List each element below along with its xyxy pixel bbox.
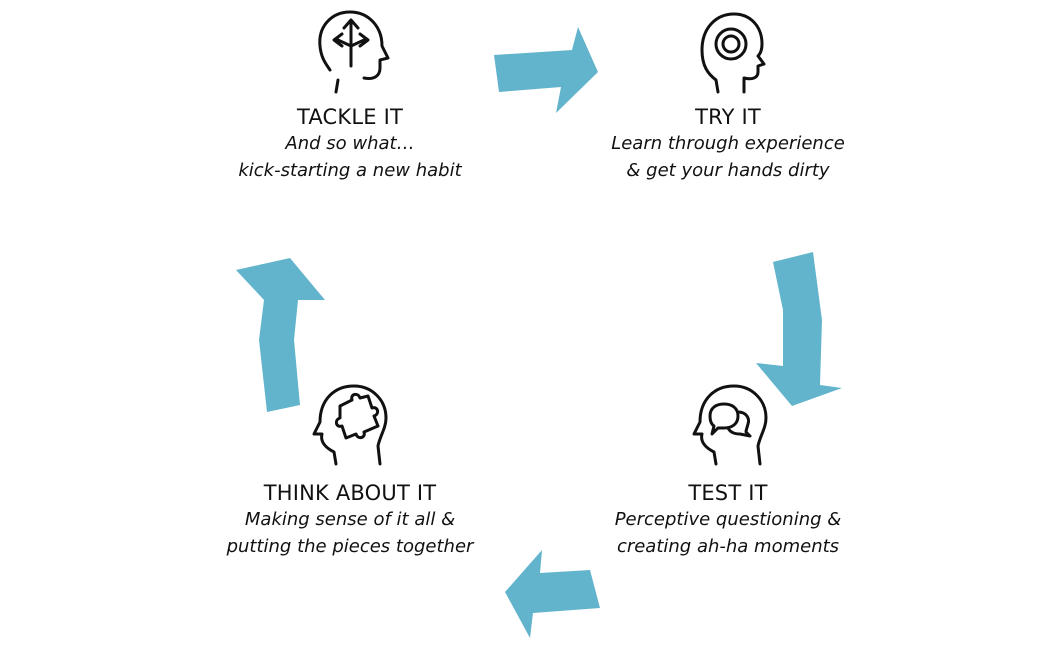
step-description-line: & get your hands dirty <box>626 160 830 181</box>
step-title: TRY IT <box>695 105 761 129</box>
head-with-speech-bubbles-icon <box>692 384 768 466</box>
step-description-line: Learn through experience <box>611 133 845 154</box>
step-description-line: kick-starting a new habit <box>238 160 462 181</box>
step-description-line: Perceptive questioning & <box>614 509 842 530</box>
step-description-line: And so what… <box>285 133 415 154</box>
step-description-line: putting the pieces together <box>226 536 474 557</box>
head-with-puzzle-piece-icon <box>312 384 388 466</box>
step-try-it: TRY IT Learn through experience & get yo… <box>578 104 878 184</box>
arrow-think-to-tackle <box>236 258 325 412</box>
step-description-line: creating ah-ha moments <box>616 536 840 557</box>
step-think-about-it: THINK ABOUT IT Making sense of it all & … <box>200 480 500 560</box>
head-with-gear-icon <box>700 12 766 94</box>
arrow-tackle-to-try <box>494 27 598 113</box>
step-title: THINK ABOUT IT <box>263 481 437 505</box>
arrow-test-to-think <box>505 550 600 638</box>
step-description-line: Making sense of it all & <box>244 509 456 530</box>
step-tackle-it: TACKLE IT And so what… kick-starting a n… <box>200 104 500 184</box>
head-with-branching-arrows-icon <box>318 10 390 94</box>
step-title: TACKLE IT <box>296 105 404 129</box>
step-test-it: TEST IT Perceptive questioning & creatin… <box>578 480 878 560</box>
arrow-try-to-test <box>756 252 842 406</box>
step-title: TEST IT <box>688 481 768 505</box>
